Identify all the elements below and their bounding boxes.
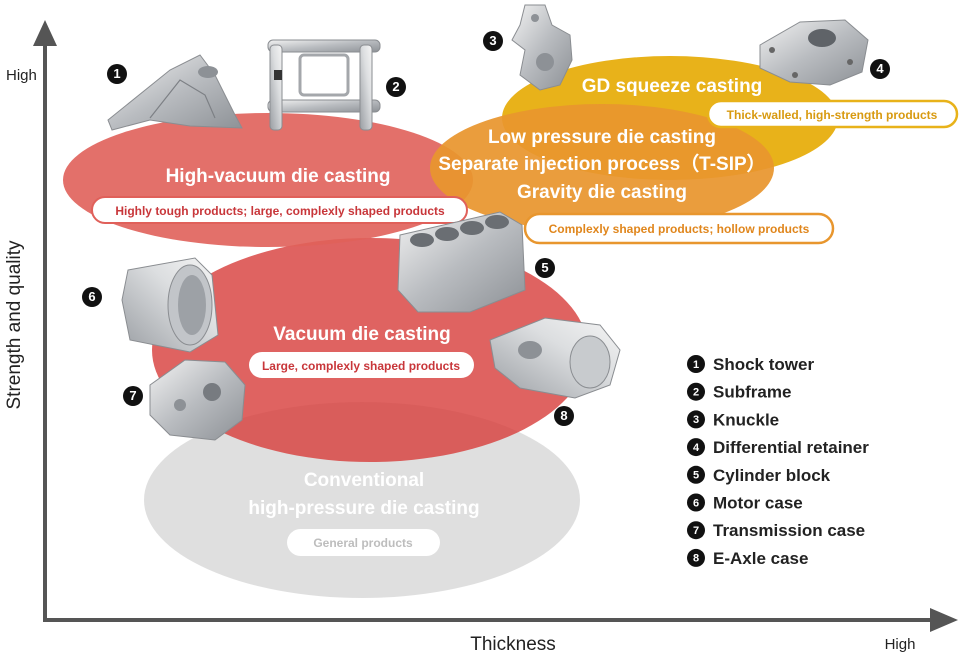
part-2-badge-circle — [386, 77, 406, 97]
process-titles: High-vacuum die casting Vacuum die casti… — [166, 76, 766, 519]
y-axis-label: Strength and quality — [4, 240, 25, 410]
legend-7-badge-circle — [687, 521, 705, 540]
part-3-badge-circle — [483, 31, 503, 51]
part-images — [107, 4, 869, 441]
conventional-title-line-1: Conventional — [304, 470, 424, 491]
legend-8-badge-number: 8 — [693, 553, 699, 565]
conventional-note-pill — [287, 529, 440, 556]
legend-5-label: Cylinder block — [713, 466, 831, 485]
part-3-badge-number: 3 — [489, 33, 496, 48]
legend-6-label: Motor case — [713, 494, 803, 513]
shock-tower-image — [107, 54, 243, 131]
legend-8-badge-circle — [687, 548, 705, 567]
legend-4-label: Differential retainer — [713, 438, 869, 457]
legend-2-badge-circle — [687, 382, 705, 401]
part-1-badge-number: 1 — [113, 66, 120, 81]
x-axis-label: Thickness — [470, 634, 556, 655]
gravity-title: Gravity die casting — [517, 182, 687, 203]
legend-3-label: Knuckle — [713, 410, 779, 429]
low-pressure-title: Low pressure die casting — [488, 127, 716, 148]
vacuum-note: Large, complexly shaped products — [262, 359, 460, 373]
legend-5-badge-circle — [687, 465, 705, 484]
part-7-badge-circle — [123, 386, 143, 406]
motor-case-image — [121, 257, 219, 353]
legend-4-badge-number: 4 — [693, 442, 700, 454]
part-5-badge-number: 5 — [541, 260, 548, 275]
legend-7-badge-number: 7 — [693, 525, 699, 537]
high-vacuum-note: Highly tough products; large, complexly … — [115, 204, 445, 218]
legend-1-badge-number: 1 — [693, 359, 699, 371]
high-vacuum-title: High-vacuum die casting — [166, 166, 391, 187]
legend-6-badge-circle — [687, 493, 705, 512]
knuckle-image — [511, 4, 573, 91]
part-1-badge-circle — [107, 64, 127, 84]
conventional-hpdc-region — [144, 402, 580, 598]
part-6-badge-number: 6 — [88, 289, 95, 304]
x-axis-high-label: High — [885, 636, 916, 653]
vacuum-title: Vacuum die casting — [273, 324, 450, 345]
legend-4-badge-circle — [687, 438, 705, 457]
gd-squeeze-title: GD squeeze casting — [582, 76, 763, 97]
transmission-case-image — [149, 359, 246, 441]
x-axis-arrowhead — [930, 608, 958, 632]
legend-3-badge-circle — [687, 410, 705, 429]
y-axis-high-label: High — [6, 67, 37, 84]
cylinder-block-image — [397, 211, 526, 313]
legend-7-label: Transmission case — [713, 521, 865, 540]
differential-retainer-image — [759, 19, 869, 86]
legend-1-badge-circle — [687, 355, 705, 373]
t-sip-title: Separate injection process（T-SIP） — [438, 152, 765, 175]
legend-3-badge-number: 3 — [693, 414, 699, 426]
y-axis-arrowhead — [33, 20, 57, 46]
legend-2-label: Subframe — [713, 383, 791, 402]
low-pressure-note: Complexly shaped products; hollow produc… — [549, 222, 810, 236]
conventional-title-line-2: high-pressure die casting — [248, 498, 479, 519]
part-4-badge-circle — [870, 59, 890, 79]
part-5-badge-circle — [535, 258, 555, 278]
process-notes: Highly tough products; large, complexly … — [91, 99, 959, 556]
legend-1-label: Shock tower — [713, 355, 814, 374]
part-6-badge-circle — [82, 287, 102, 307]
parts-legend: 1 Shock tower 2 Subframe 3 Knuckle 4 Differenti… — [687, 355, 869, 568]
vacuum-note-pill — [249, 352, 474, 378]
part-4-badge-number: 4 — [876, 61, 884, 76]
part-7-badge-number: 7 — [129, 388, 136, 403]
low-pressure-group-region — [430, 104, 774, 232]
conventional-note: General products — [313, 536, 413, 550]
legend-8-label: E-Axle case — [713, 549, 808, 568]
gd-squeeze-note: Thick-walled, high-strength products — [727, 108, 938, 122]
e-axle-case-image — [489, 317, 621, 399]
legend-6-badge-number: 6 — [693, 497, 699, 509]
part-8-badge-circle — [554, 406, 574, 426]
low-pressure-note-pill — [523, 212, 835, 245]
axes: High Strength and quality Thickness High — [4, 20, 958, 655]
part-8-badge-number: 8 — [560, 408, 567, 423]
legend-2-badge-number: 2 — [693, 386, 699, 398]
legend-5-badge-number: 5 — [693, 470, 699, 482]
subframe-image — [267, 39, 381, 131]
part-number-badges: 1 2 3 4 5 6 7 8 — [82, 31, 890, 426]
gd-squeeze-note-pill — [706, 99, 959, 129]
part-2-badge-number: 2 — [392, 79, 399, 94]
high-vacuum-note-pill — [91, 196, 468, 224]
